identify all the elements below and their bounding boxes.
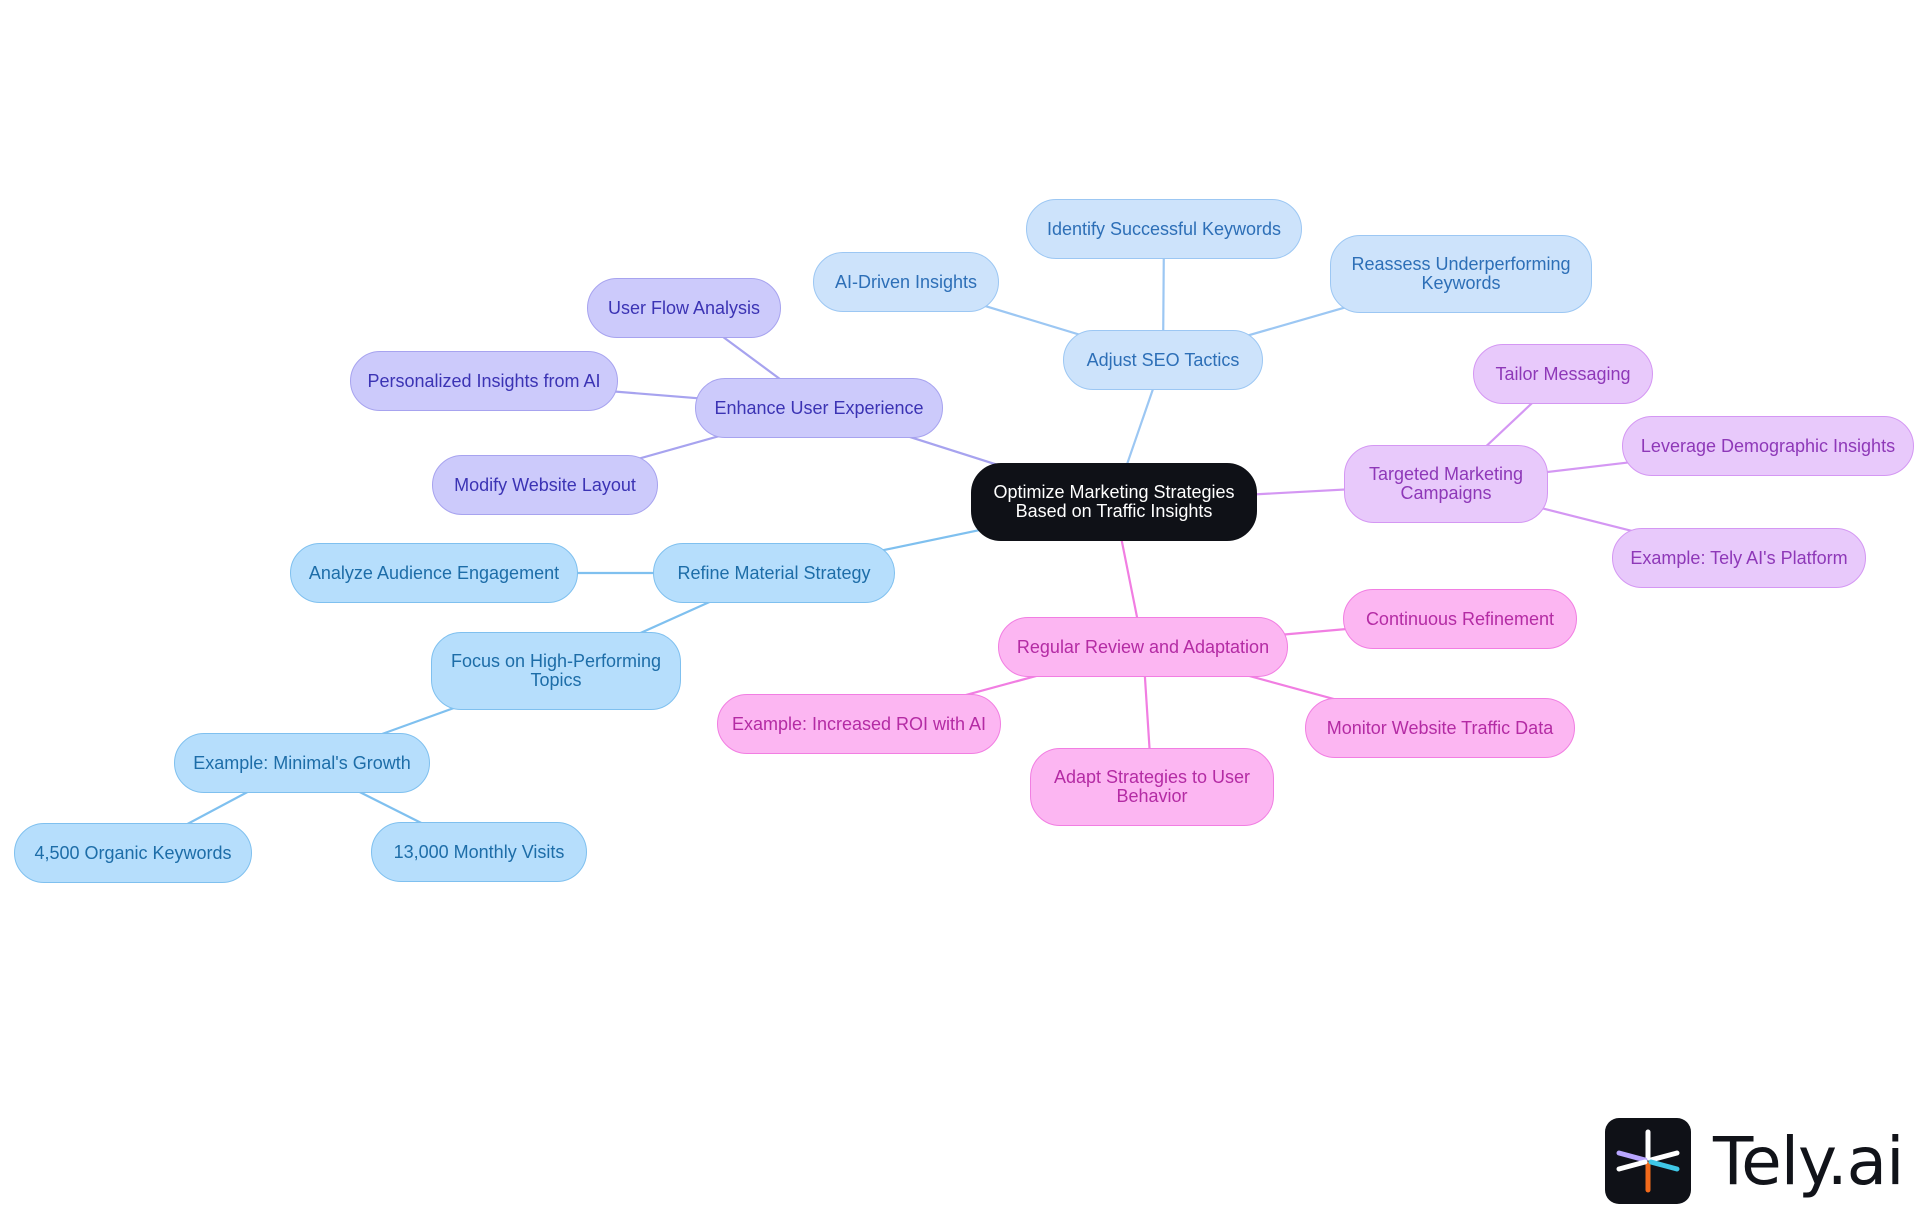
node-review-adaptation[interactable]: Regular Review and Adaptation — [998, 617, 1288, 677]
node-tailor-messaging[interactable]: Tailor Messaging — [1473, 344, 1653, 404]
node-high-performing-topics[interactable]: Focus on High-Performing Topics — [431, 632, 681, 710]
node-material-strategy[interactable]: Refine Material Strategy — [653, 543, 895, 603]
node-continuous-refinement[interactable]: Continuous Refinement — [1343, 589, 1577, 649]
root-node[interactable]: Optimize Marketing Strategies Based on T… — [971, 463, 1257, 541]
node-monthly-visits[interactable]: 13,000 Monthly Visits — [371, 822, 587, 882]
node-audience-engagement[interactable]: Analyze Audience Engagement — [290, 543, 578, 603]
node-user-flow[interactable]: User Flow Analysis — [587, 278, 781, 338]
node-tely-platform[interactable]: Example: Tely AI's Platform — [1612, 528, 1866, 588]
node-identify-keywords[interactable]: Identify Successful Keywords — [1026, 199, 1302, 259]
node-ai-driven-insights[interactable]: AI-Driven Insights — [813, 252, 999, 312]
node-minimal-growth[interactable]: Example: Minimal's Growth — [174, 733, 430, 793]
node-seo-tactics[interactable]: Adjust SEO Tactics — [1063, 330, 1263, 390]
node-monitor-traffic[interactable]: Monitor Website Traffic Data — [1305, 698, 1575, 758]
tely-asterisk-icon — [1605, 1118, 1691, 1204]
node-targeted-campaigns[interactable]: Targeted Marketing Campaigns — [1344, 445, 1548, 523]
node-organic-keywords[interactable]: 4,500 Organic Keywords — [14, 823, 252, 883]
node-increased-roi[interactable]: Example: Increased ROI with AI — [717, 694, 1001, 754]
node-reassess-keywords[interactable]: Reassess Underperforming Keywords — [1330, 235, 1592, 313]
node-demographic-insights[interactable]: Leverage Demographic Insights — [1622, 416, 1914, 476]
logo-wordmark: Tely.ai — [1713, 1123, 1904, 1200]
node-adapt-strategies[interactable]: Adapt Strategies to User Behavior — [1030, 748, 1274, 826]
node-website-layout[interactable]: Modify Website Layout — [432, 455, 658, 515]
node-personalized-insights[interactable]: Personalized Insights from AI — [350, 351, 618, 411]
node-user-experience[interactable]: Enhance User Experience — [695, 378, 943, 438]
